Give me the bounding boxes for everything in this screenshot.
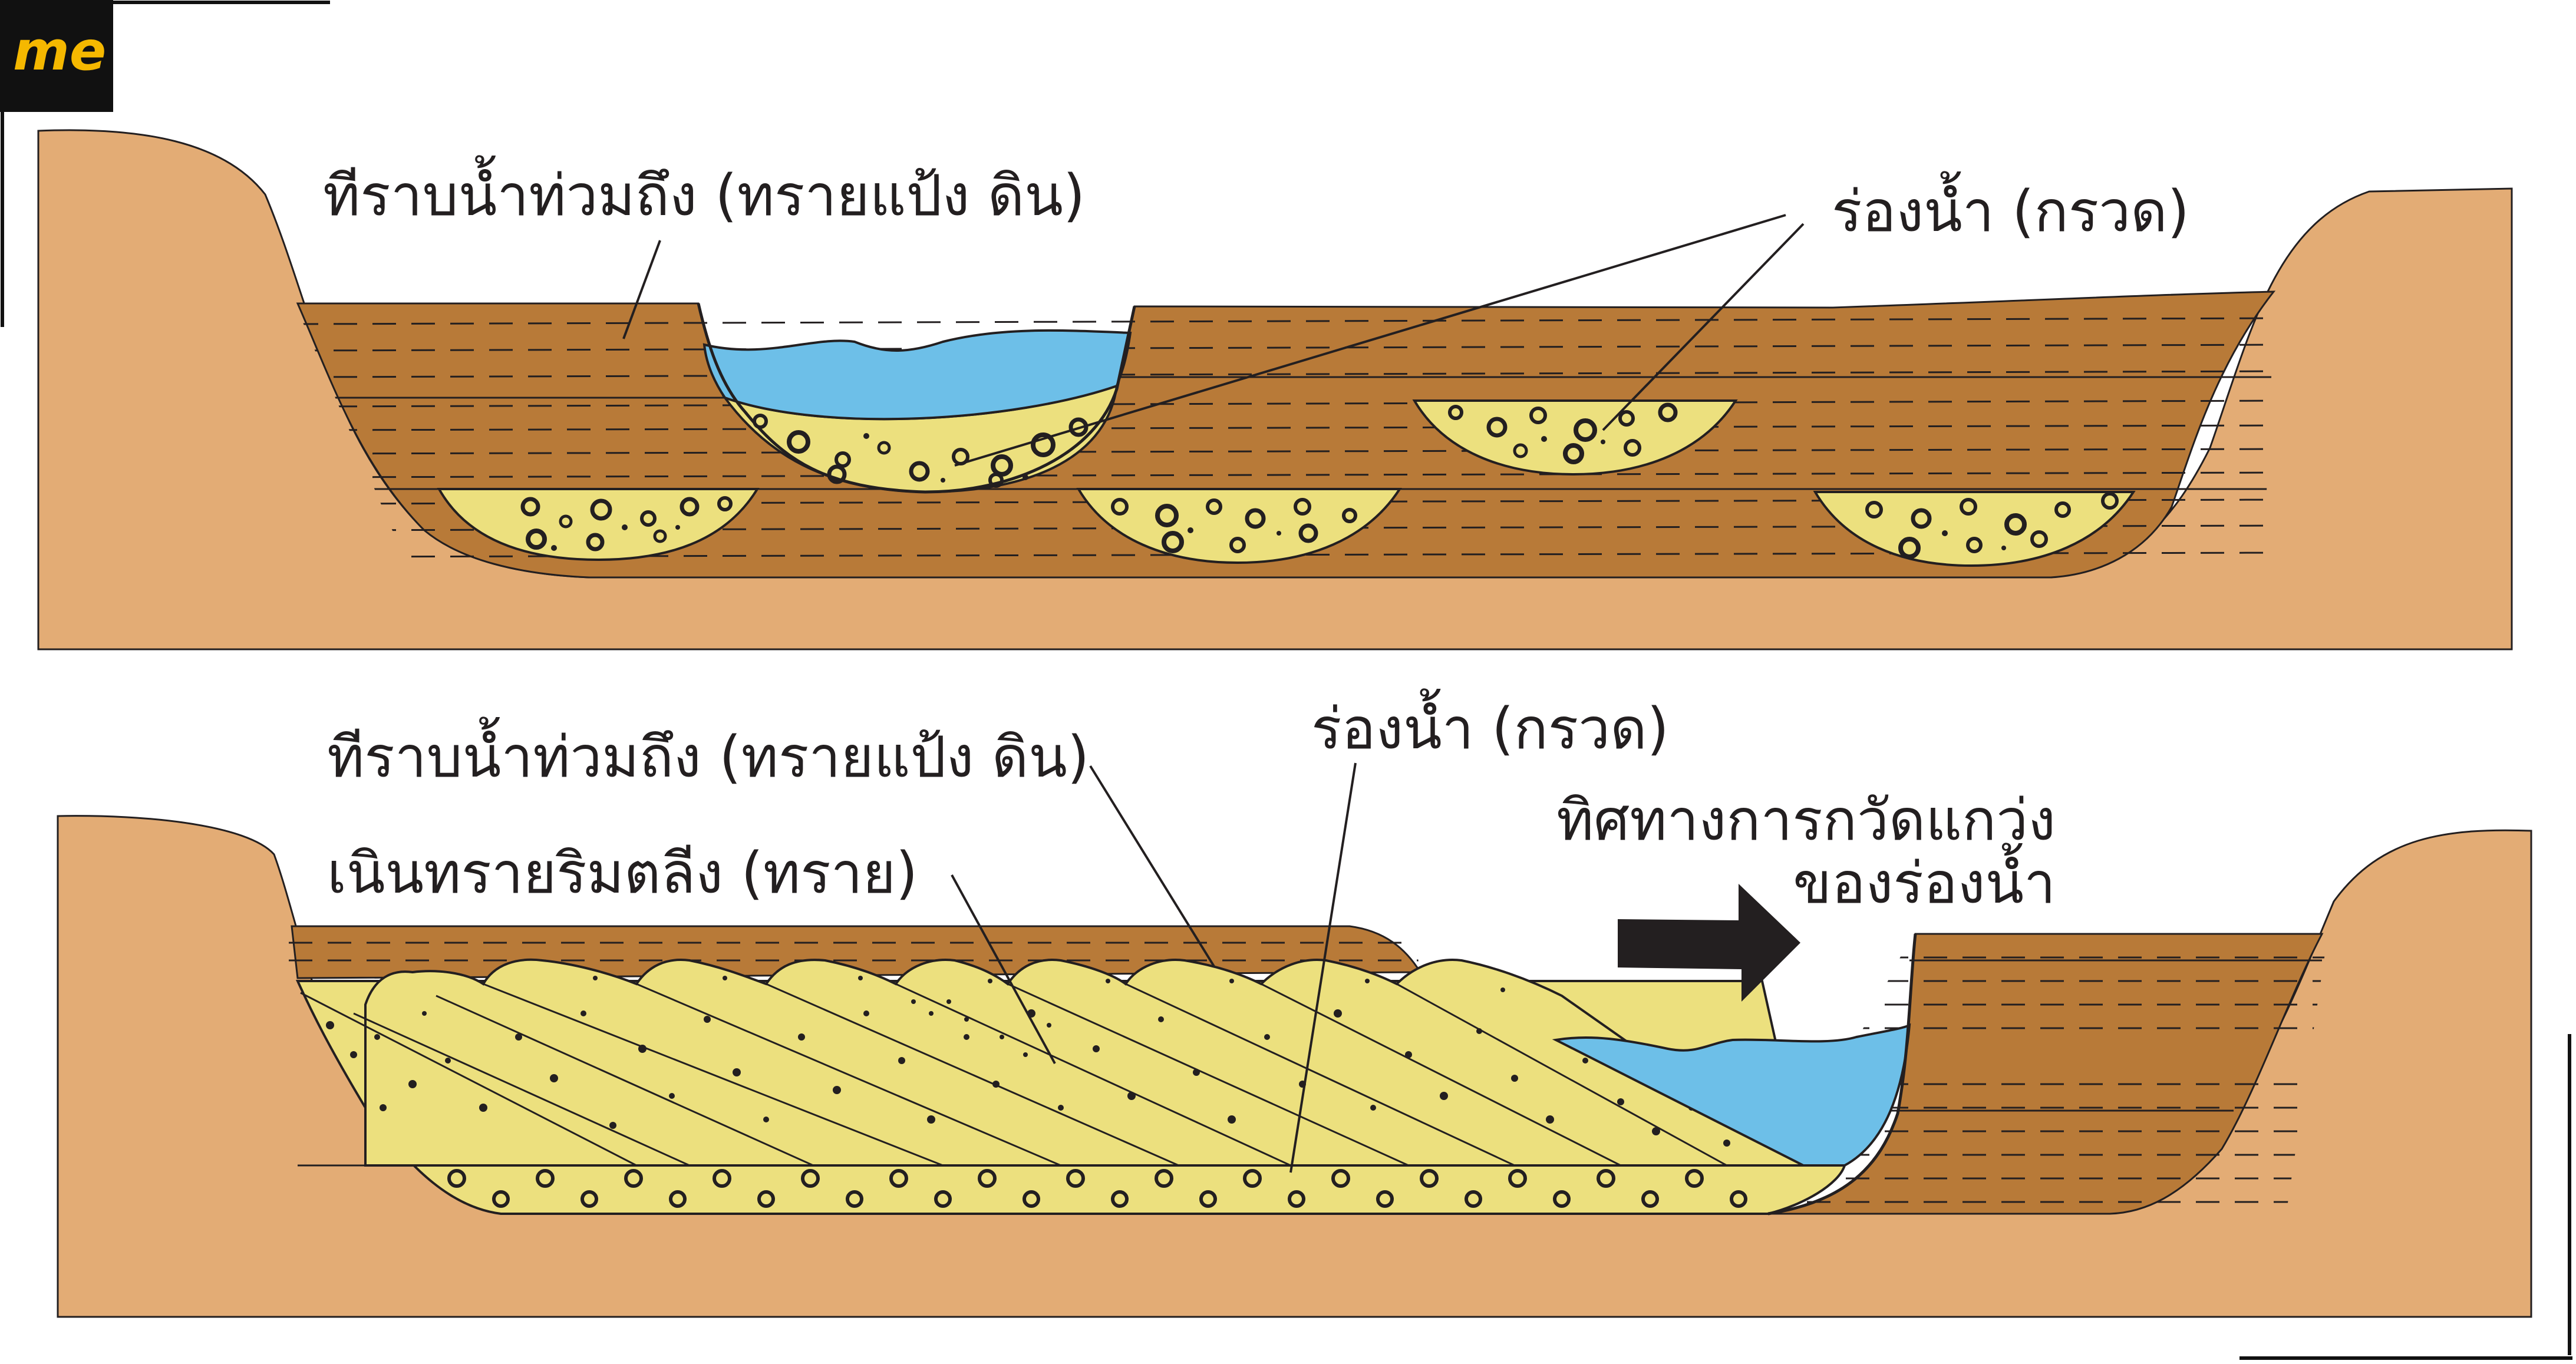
buried-channel-lens xyxy=(1813,491,2136,567)
channel-bank-bottom xyxy=(1767,933,1917,1216)
point-bar-lobes xyxy=(364,958,1808,1167)
sand-dots xyxy=(326,976,1730,1147)
basal-gravel xyxy=(447,1169,1747,1208)
leader-line xyxy=(1089,765,1215,967)
top-cross-section xyxy=(37,129,2513,650)
buried-channel-lens xyxy=(437,488,760,562)
logo-text: me xyxy=(13,19,106,82)
migration-direction-label-line1: ทิศทางการกวัดแกว่ง xyxy=(1556,787,2056,853)
gravel-pebbles-top xyxy=(520,402,2119,559)
channel-label-bottom: ร่องน้ำ (กรวด) xyxy=(1311,688,1669,762)
migration-direction-label-line2: ของร่องน้ำ xyxy=(1793,843,2056,916)
leader-line xyxy=(1602,223,1805,431)
leader-line xyxy=(954,214,1786,467)
floodplain-label-top: ทีราบน้ำท่วมถึง (ทรายแป้ง ดิน) xyxy=(323,155,1085,229)
bottom-cross-section xyxy=(57,762,2532,1318)
logo: me xyxy=(0,0,330,327)
floodplain-label-bottom: ทีราบน้ำท่วมถึง (ทรายแป้ง ดิน) xyxy=(327,716,1089,790)
right-arrow-icon xyxy=(1618,884,1800,1002)
logo-background xyxy=(0,0,113,112)
cross-bedding xyxy=(298,983,1803,1167)
leader-line xyxy=(951,874,1056,1064)
gravel-dots-top xyxy=(551,433,2006,551)
channel-bank-top xyxy=(697,303,1136,494)
channel-label-top: ร่องน้ำ (กรวด) xyxy=(1832,171,2189,245)
river-water-bottom xyxy=(1552,1023,1911,1167)
point-bar-label: เนินทรายริมตลีง (ทราย) xyxy=(327,840,918,906)
leader-line xyxy=(1289,762,1357,1173)
leader-line xyxy=(622,240,661,339)
